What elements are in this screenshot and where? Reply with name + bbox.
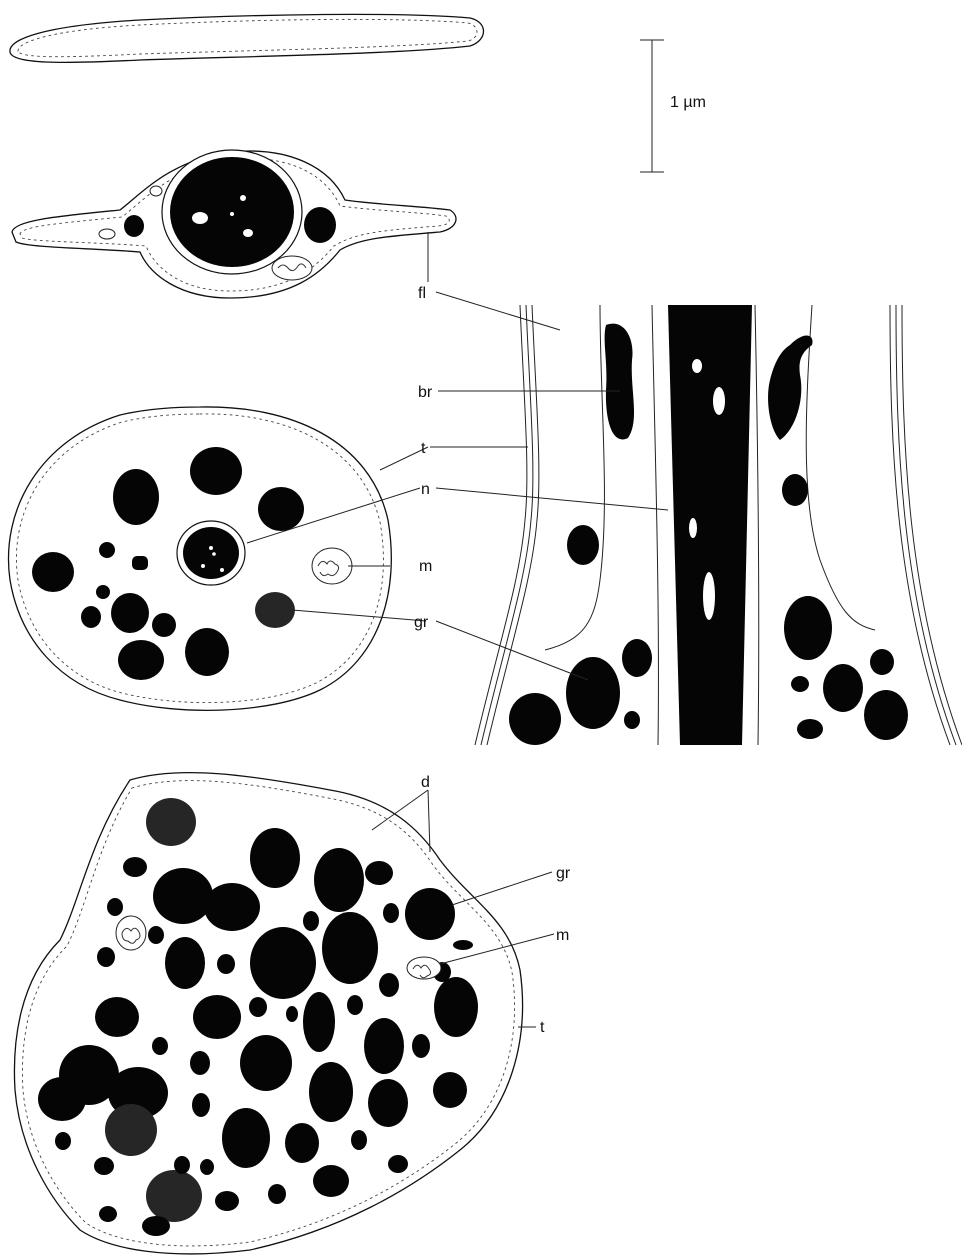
nucleus-round: [183, 527, 239, 579]
label-br: br: [418, 384, 433, 401]
axial-nucleus-column: [668, 305, 752, 745]
label-t-bottom: t: [540, 1019, 545, 1036]
flagellum-cross-section: [10, 14, 484, 62]
label-m-bottom: m: [556, 927, 569, 944]
longitudinal-section: [475, 305, 962, 745]
granule-cell-section: [14, 773, 522, 1254]
label-d: d: [421, 774, 430, 791]
mitochondrion-left: [116, 916, 146, 950]
label-fl: fl: [418, 285, 426, 302]
mitochondrion-right: [407, 957, 441, 979]
round-cell-section: [8, 407, 391, 710]
label-gr-bottom: gr: [556, 865, 571, 882]
cell-section-with-flagella: [12, 150, 456, 298]
label-n: n: [421, 481, 430, 498]
label-gr: gr: [414, 614, 429, 631]
scale-bar-label: 1 µm: [670, 94, 706, 111]
scale-bar: 1 µm: [640, 40, 706, 172]
label-m: m: [419, 558, 432, 575]
label-t: t: [421, 440, 426, 457]
